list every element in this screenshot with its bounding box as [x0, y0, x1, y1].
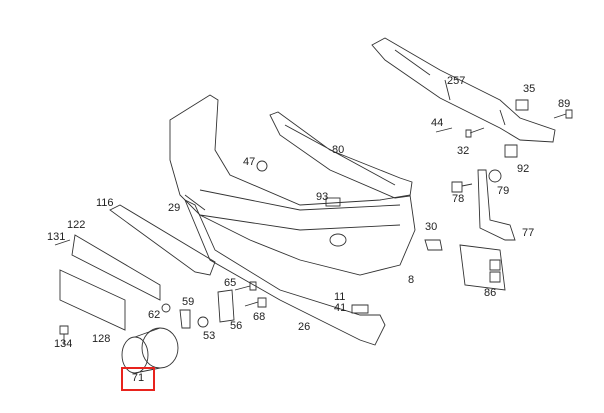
part-62-nut [161, 303, 171, 313]
label-122[interactable]: 122 [67, 219, 86, 231]
part-78-bolt [451, 181, 473, 193]
label-30[interactable]: 30 [425, 221, 438, 233]
label-80[interactable]: 80 [332, 144, 345, 156]
label-26[interactable]: 26 [298, 321, 311, 333]
part-116-grille [109, 204, 216, 276]
label-47[interactable]: 47 [243, 156, 256, 168]
part-80-absorber [269, 111, 413, 199]
selected-part-highlight[interactable]: 71 [121, 367, 155, 391]
label-86[interactable]: 86 [484, 287, 497, 299]
label-62[interactable]: 62 [148, 309, 161, 321]
part-8-bumper-cover [169, 94, 416, 276]
label-53[interactable]: 53 [203, 330, 216, 342]
label-79[interactable]: 79 [497, 185, 510, 197]
part-29-strip [184, 199, 386, 346]
label-11[interactable]: 11 [334, 291, 346, 303]
part-134-screw [59, 325, 69, 345]
fog-lamp-edge [134, 327, 161, 338]
label-44[interactable]: 44 [431, 117, 444, 129]
label-128[interactable]: 128 [92, 333, 111, 345]
part-56-bracket [217, 289, 235, 323]
part-35-clip [515, 99, 529, 111]
part-68-bolt [244, 297, 267, 308]
part-79-nut [488, 169, 502, 183]
part-77-bracket [477, 169, 516, 241]
part-44-clip [435, 127, 453, 133]
label-41[interactable]: 41 [334, 302, 347, 314]
label-131[interactable]: 131 [47, 231, 66, 243]
part-11-clip [351, 304, 369, 314]
part-47-emblem [256, 160, 268, 172]
label-65[interactable]: 65 [224, 277, 237, 289]
part-131-screw [54, 239, 71, 246]
label-257[interactable]: 257 [447, 75, 466, 87]
part-65-bolt [234, 281, 257, 291]
part-86-bracket [459, 244, 506, 291]
part-89-bolt [553, 109, 573, 119]
label-116[interactable]: 116 [96, 197, 114, 209]
label-93[interactable]: 93 [316, 191, 329, 203]
label-8[interactable]: 8 [408, 274, 415, 286]
part-128-plate [59, 269, 126, 331]
label-134[interactable]: 134 [54, 338, 73, 350]
label-68[interactable]: 68 [253, 311, 266, 323]
part-59-clip [179, 309, 191, 329]
label-78[interactable]: 78 [452, 193, 465, 205]
part-32-screw [465, 127, 485, 138]
label-71[interactable]: 71 [131, 372, 145, 384]
part-93-cap [325, 197, 341, 207]
label-32[interactable]: 32 [457, 145, 470, 157]
label-35[interactable]: 35 [523, 83, 536, 95]
part-53-nut [197, 316, 209, 328]
part-257-bumper-carrier [371, 37, 556, 143]
part-30-clip [424, 239, 443, 251]
fog-lamp-edge [134, 367, 161, 374]
label-59[interactable]: 59 [182, 296, 195, 308]
label-92[interactable]: 92 [517, 163, 530, 175]
part-122-plate-base [71, 234, 161, 301]
label-56[interactable]: 56 [230, 320, 243, 332]
label-89[interactable]: 89 [558, 98, 571, 110]
label-29[interactable]: 29 [168, 202, 181, 214]
part-92-nut [504, 144, 518, 158]
label-77[interactable]: 77 [522, 227, 535, 239]
